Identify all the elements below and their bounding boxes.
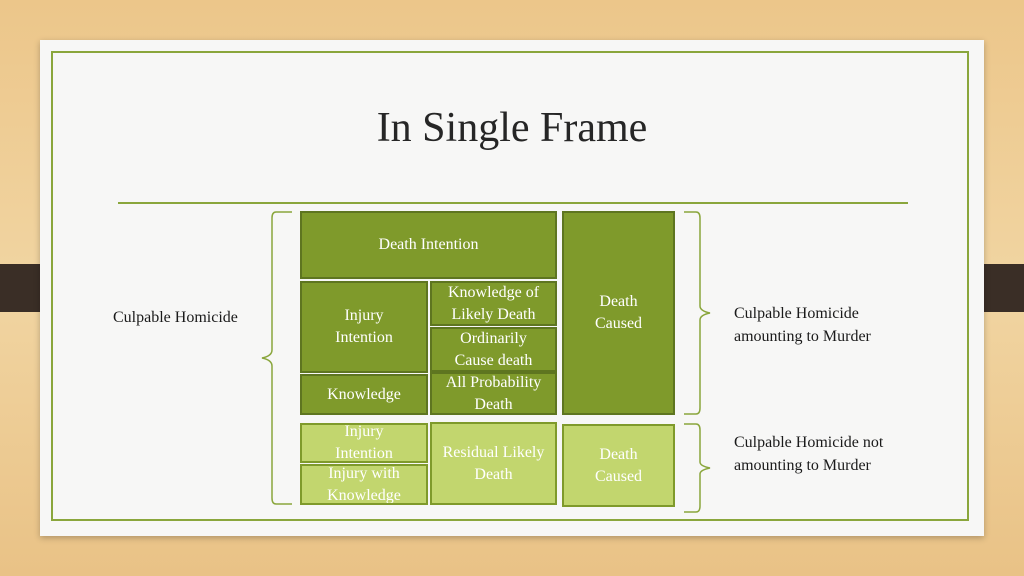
injury-with-knowledge-box: Injury with Knowledge <box>300 464 428 505</box>
death-caused-light-box: Death Caused <box>562 424 675 507</box>
slide-title: In Single Frame <box>376 105 648 151</box>
not-murder-brace <box>684 423 711 513</box>
all-probability-death-box: All Probability Death <box>430 372 557 415</box>
ordinarily-cause-death-box: Ordinarily Cause death <box>430 327 557 372</box>
title-divider <box>118 202 908 204</box>
not-murder-label: Culpable Homicide not amounting to Murde… <box>734 434 884 474</box>
injury-intention-light-box: Injury Intention <box>300 423 428 463</box>
death-intention-box: Death Intention <box>300 211 557 279</box>
murder-label: Culpable Homicide amounting to Murder <box>734 305 871 345</box>
death-caused-box: Death Caused <box>562 211 675 415</box>
residual-likely-death-box: Residual Likely Death <box>430 422 557 505</box>
knowledge-likely-death-box: Knowledge of Likely Death <box>430 281 557 326</box>
slide-frame <box>51 51 969 521</box>
murder-brace <box>684 211 711 415</box>
injury-intention-box: Injury Intention <box>300 281 428 373</box>
knowledge-box: Knowledge <box>300 374 428 415</box>
culpable-homicide-label: Culpable Homicide <box>113 309 238 326</box>
left-brace <box>261 211 292 505</box>
